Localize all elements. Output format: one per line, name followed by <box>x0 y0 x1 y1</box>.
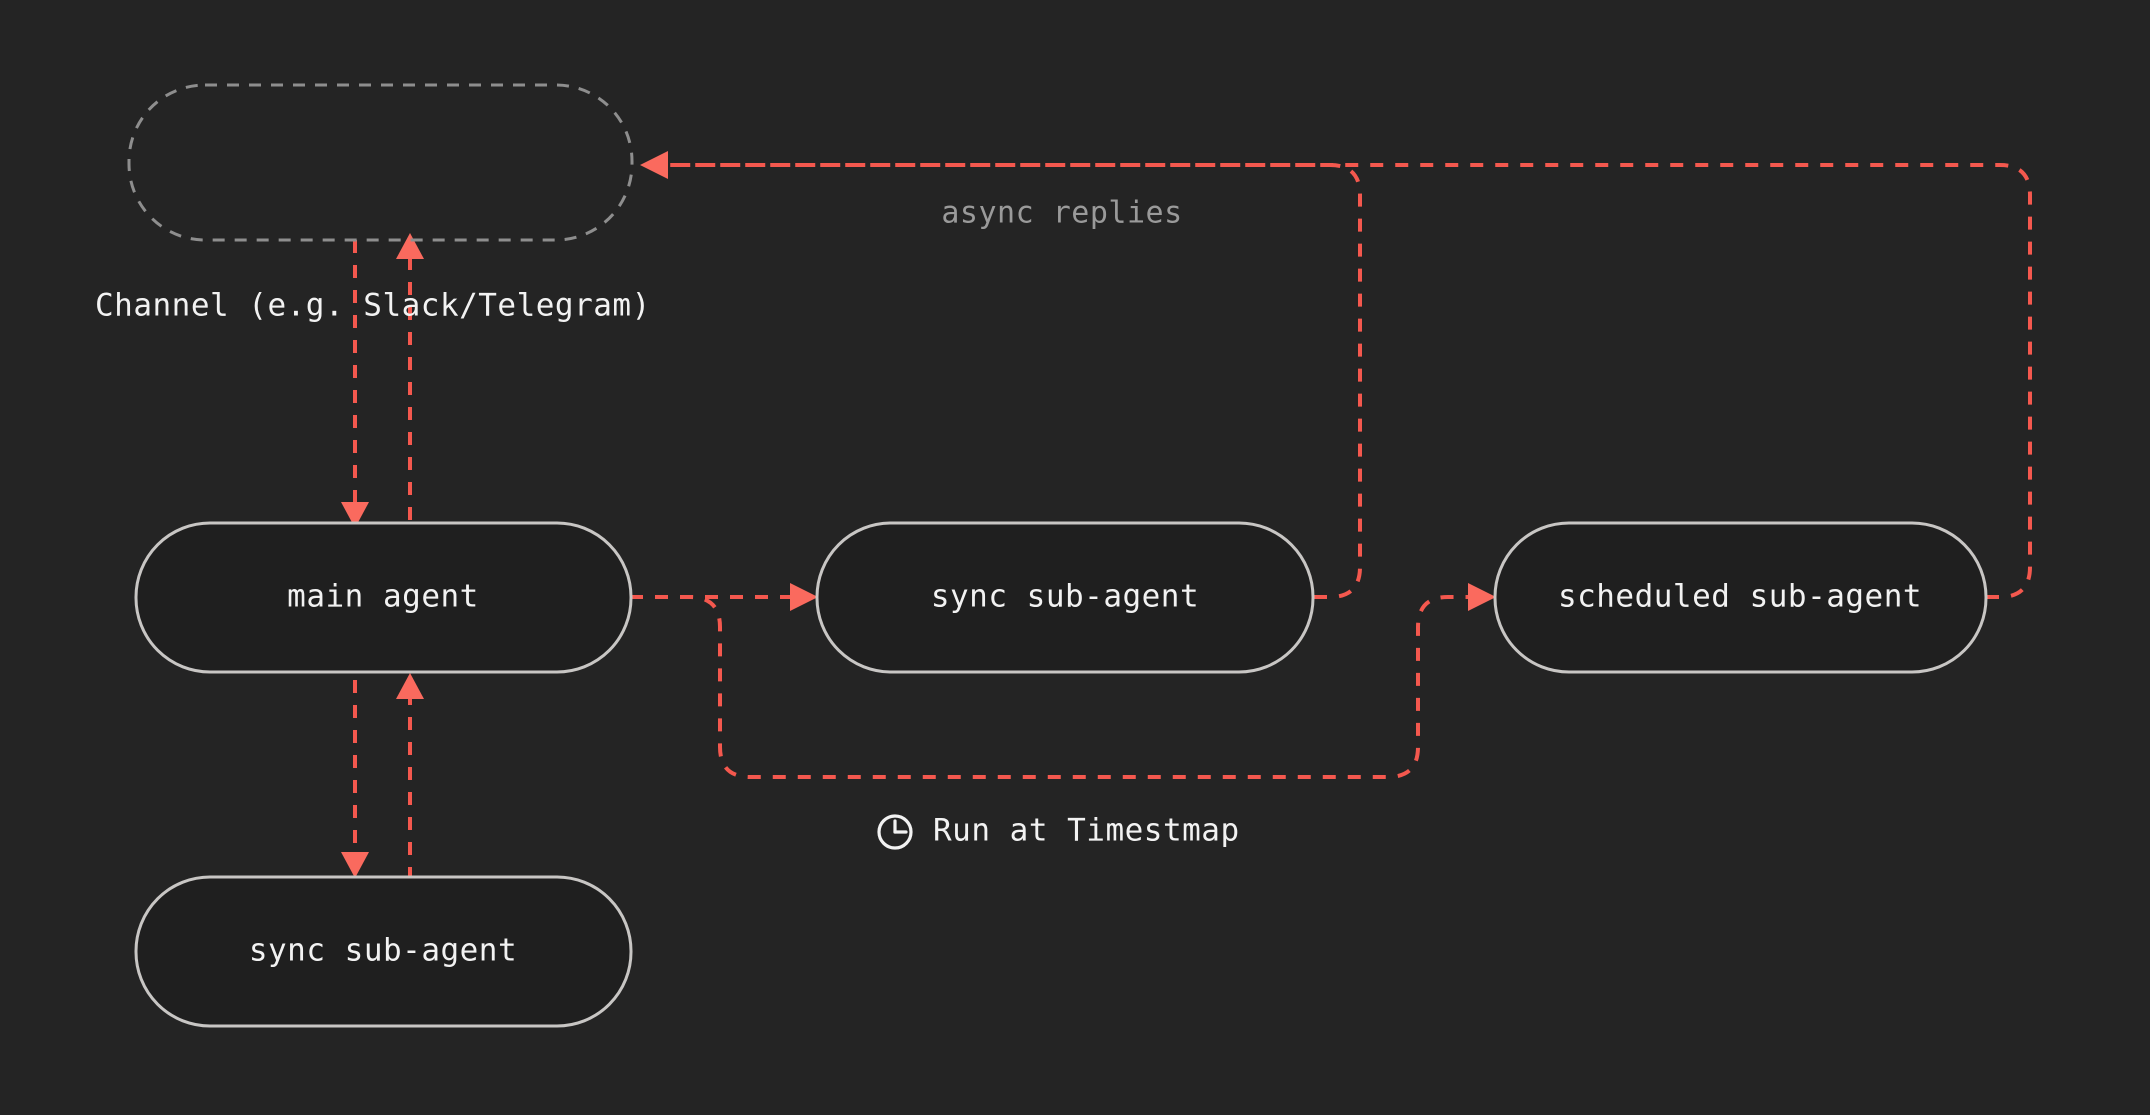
node-main-agent-box[interactable] <box>134 521 633 674</box>
node-channel-box[interactable] <box>127 83 634 242</box>
node-sync-sub-agent-bottom-box[interactable] <box>134 875 633 1028</box>
node-scheduled-sub-agent[interactable]: scheduled sub-agent <box>1493 521 1988 674</box>
arrowhead-main-agent-to-sync-sub-agent-bottom <box>341 852 369 878</box>
edge-sync-sub-agent-mid-to-channel <box>660 163 1362 599</box>
edge-label-async-replies: async replies <box>941 196 1182 231</box>
node-main-agent[interactable]: main agent <box>134 521 633 674</box>
node-sync-sub-agent-bottom-label: sync sub-agent <box>249 933 517 969</box>
edge-label-run-at-timestamp: Run at Timestmap <box>933 813 1240 849</box>
node-scheduled-sub-agent-box[interactable] <box>1493 521 1988 674</box>
clock-icon <box>877 814 913 850</box>
node-sync-sub-agent-bottom[interactable]: sync sub-agent <box>134 875 633 1028</box>
arrowhead-main-agent-to-sync-sub-agent-mid <box>790 583 818 611</box>
arrowhead-sync-sub-agent-mid-to-channel <box>640 151 668 179</box>
node-channel[interactable] <box>127 83 634 242</box>
arrowhead-channel-to-main-agent <box>341 502 369 528</box>
arrowhead-main-agent-to-channel <box>396 233 424 259</box>
arrowhead-sync-sub-agent-bottom-to-main-agent <box>396 673 424 699</box>
channel-caption: Channel (e.g. Slack/Telegram) <box>95 288 651 324</box>
node-scheduled-sub-agent-label: scheduled sub-agent <box>1558 579 1922 615</box>
node-main-agent-label: main agent <box>287 579 479 615</box>
node-sync-sub-agent-mid-label: sync sub-agent <box>931 579 1199 615</box>
node-sync-sub-agent-mid[interactable]: sync sub-agent <box>815 521 1315 674</box>
node-sync-sub-agent-mid-box[interactable] <box>815 521 1315 674</box>
clock-icon-ring <box>877 814 913 850</box>
edge-scheduled-sub-agent-to-channel <box>660 163 2032 599</box>
arrowhead-main-agent-to-scheduled-sub-agent <box>1468 583 1496 611</box>
